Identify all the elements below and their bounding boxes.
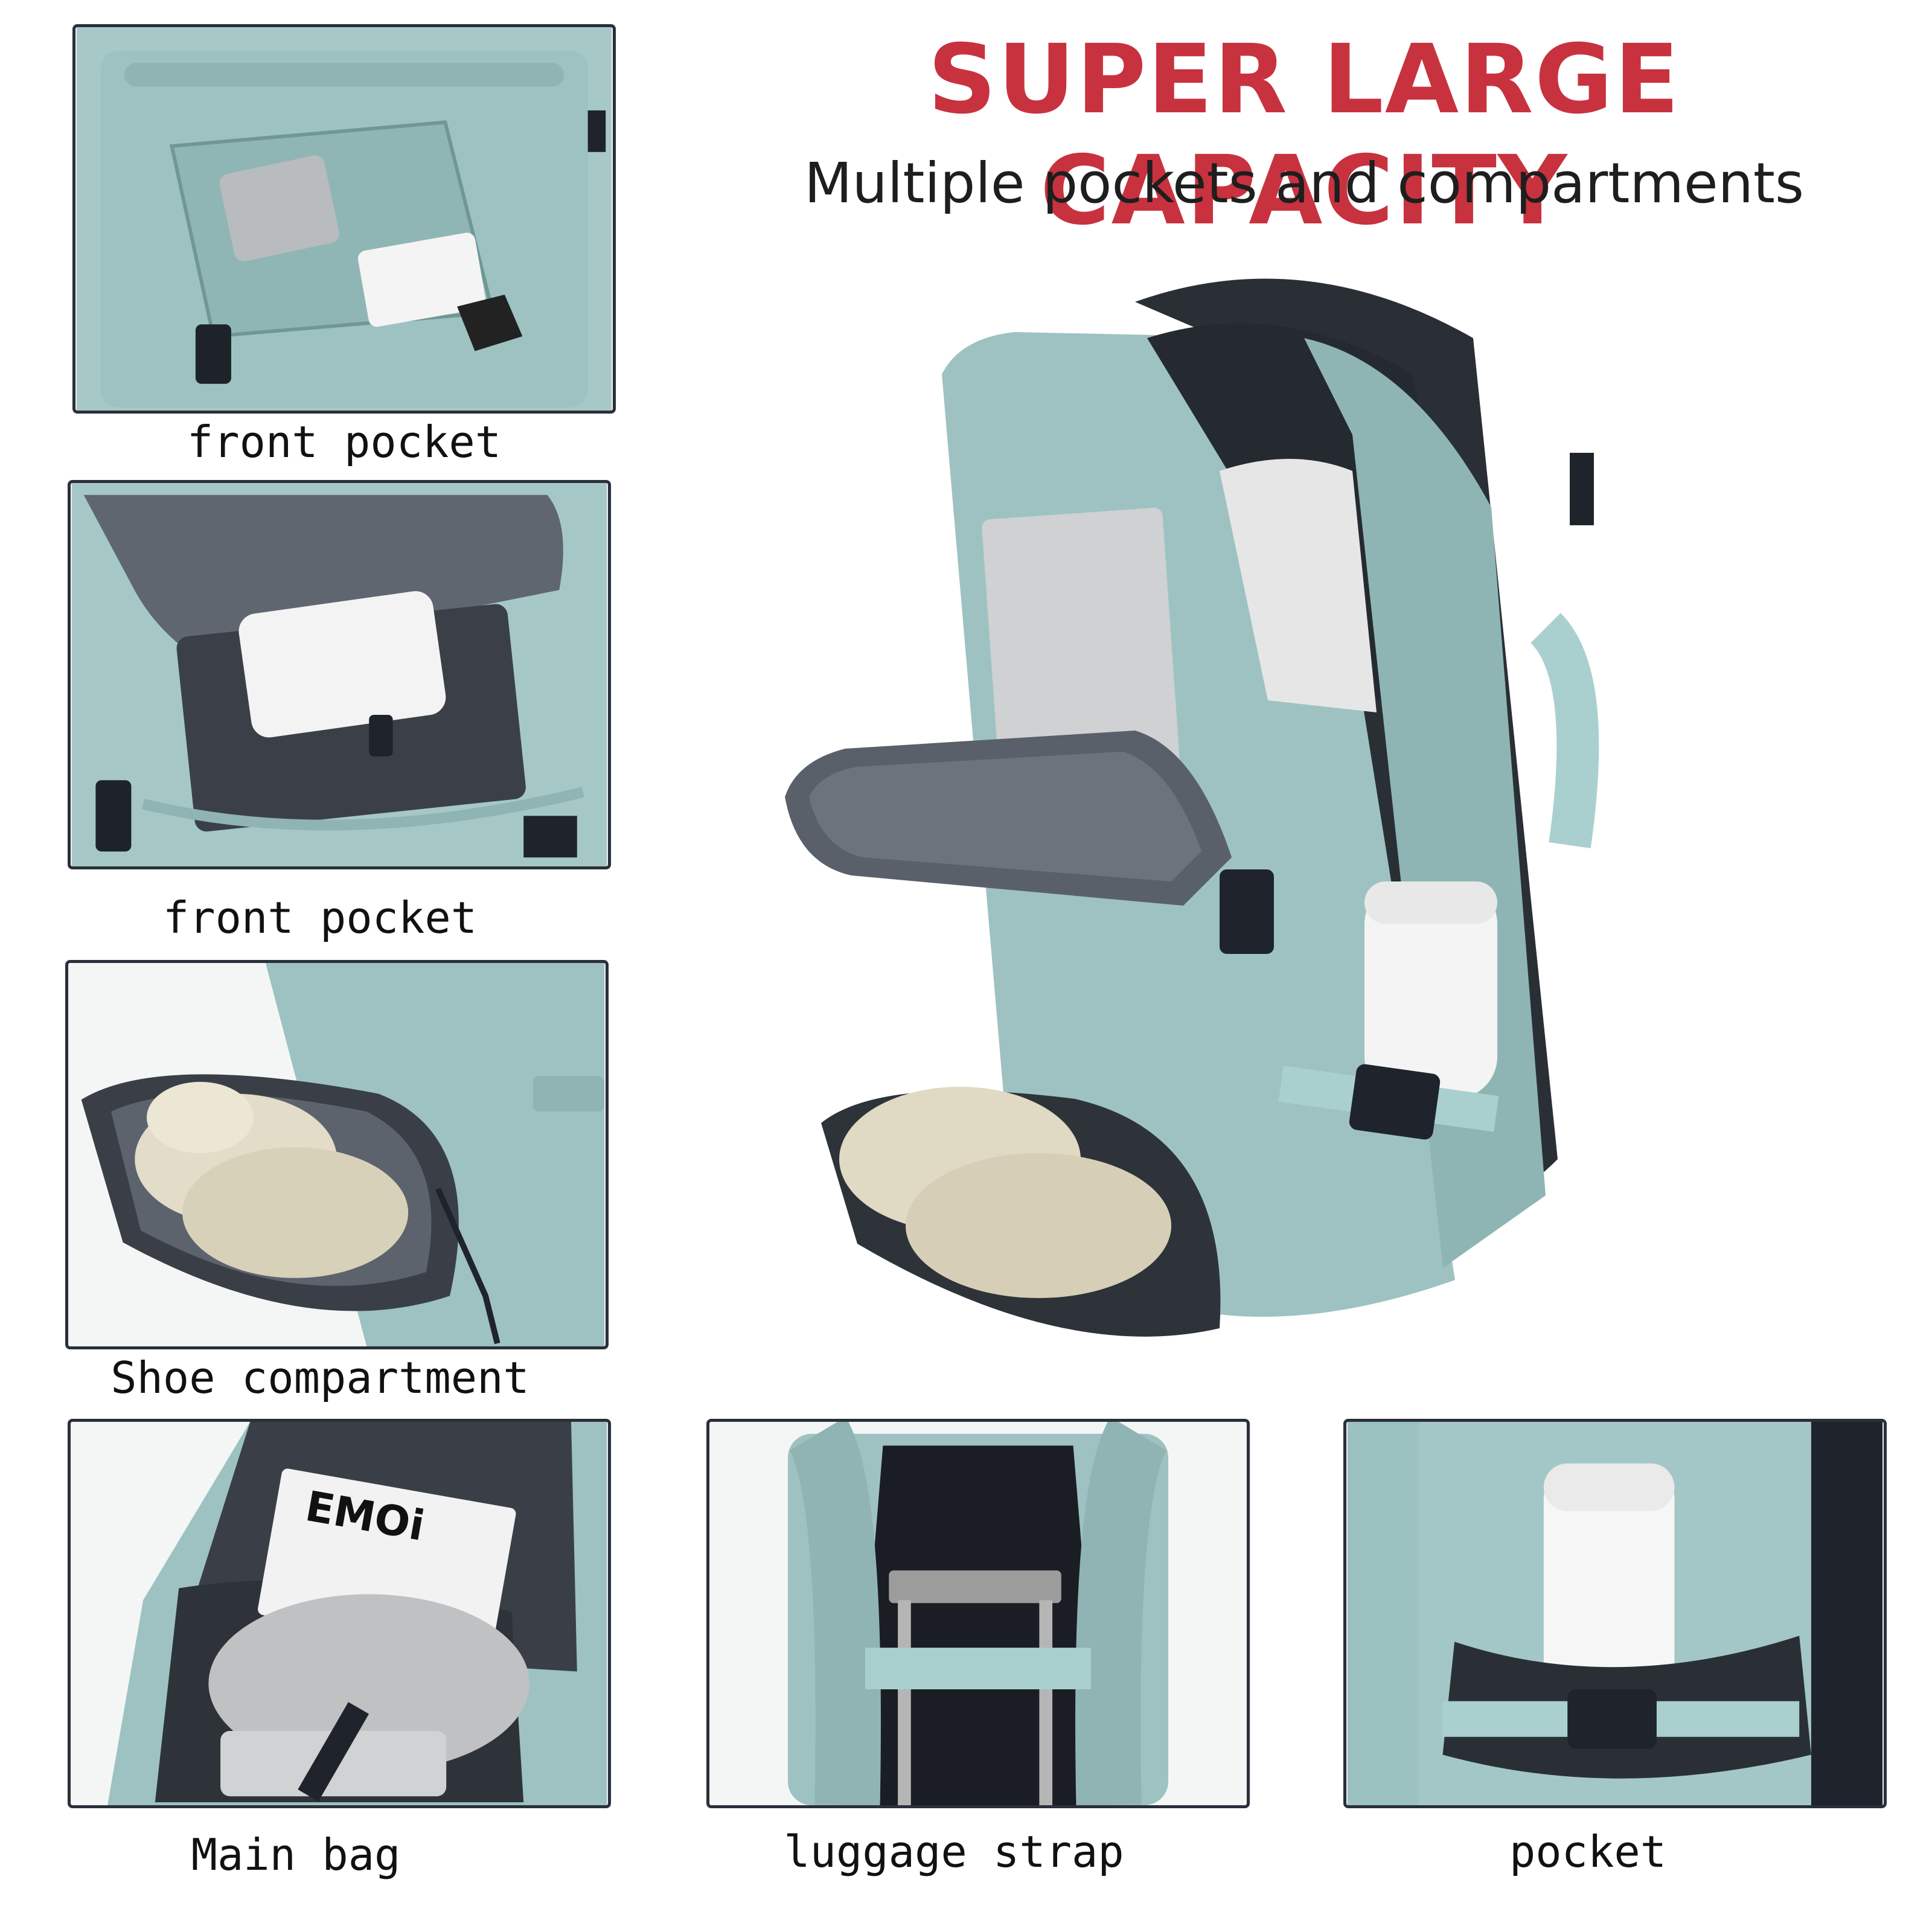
detail-panel-main-bag: EMOi bbox=[68, 1419, 611, 1808]
headline-subtitle: Multiple pockets and compartments bbox=[804, 151, 1804, 216]
front-pocket-open-illustration bbox=[71, 483, 607, 866]
caption-main-bag: Main bag bbox=[191, 1829, 401, 1880]
side-pocket-illustration bbox=[1347, 1422, 1883, 1805]
shoe-compartment-illustration bbox=[69, 963, 605, 1346]
detail-panel-pocket bbox=[1343, 1419, 1887, 1808]
detail-panel-front-pocket-2 bbox=[68, 480, 611, 869]
backpack-illustration bbox=[785, 278, 1599, 1337]
caption-pocket: pocket bbox=[1509, 1826, 1667, 1877]
front-pocket-illustration bbox=[76, 27, 612, 411]
detail-panel-front-pocket-1 bbox=[72, 24, 616, 414]
caption-shoe-compartment: Shoe compartment bbox=[110, 1352, 529, 1403]
luggage-strap-illustration bbox=[710, 1422, 1246, 1805]
hero-backpack bbox=[761, 254, 1703, 1389]
main-bag-illustration: EMOi bbox=[71, 1422, 607, 1805]
caption-luggage-strap: luggage strap bbox=[784, 1826, 1124, 1877]
detail-panel-shoe-compartment bbox=[65, 960, 609, 1349]
detail-panel-luggage-strap bbox=[706, 1419, 1250, 1808]
caption-front-pocket-2: front pocket bbox=[162, 892, 478, 943]
headline-title: SUPER LARGE CAPACITY bbox=[927, 24, 1681, 246]
caption-front-pocket-1: front pocket bbox=[187, 417, 502, 467]
